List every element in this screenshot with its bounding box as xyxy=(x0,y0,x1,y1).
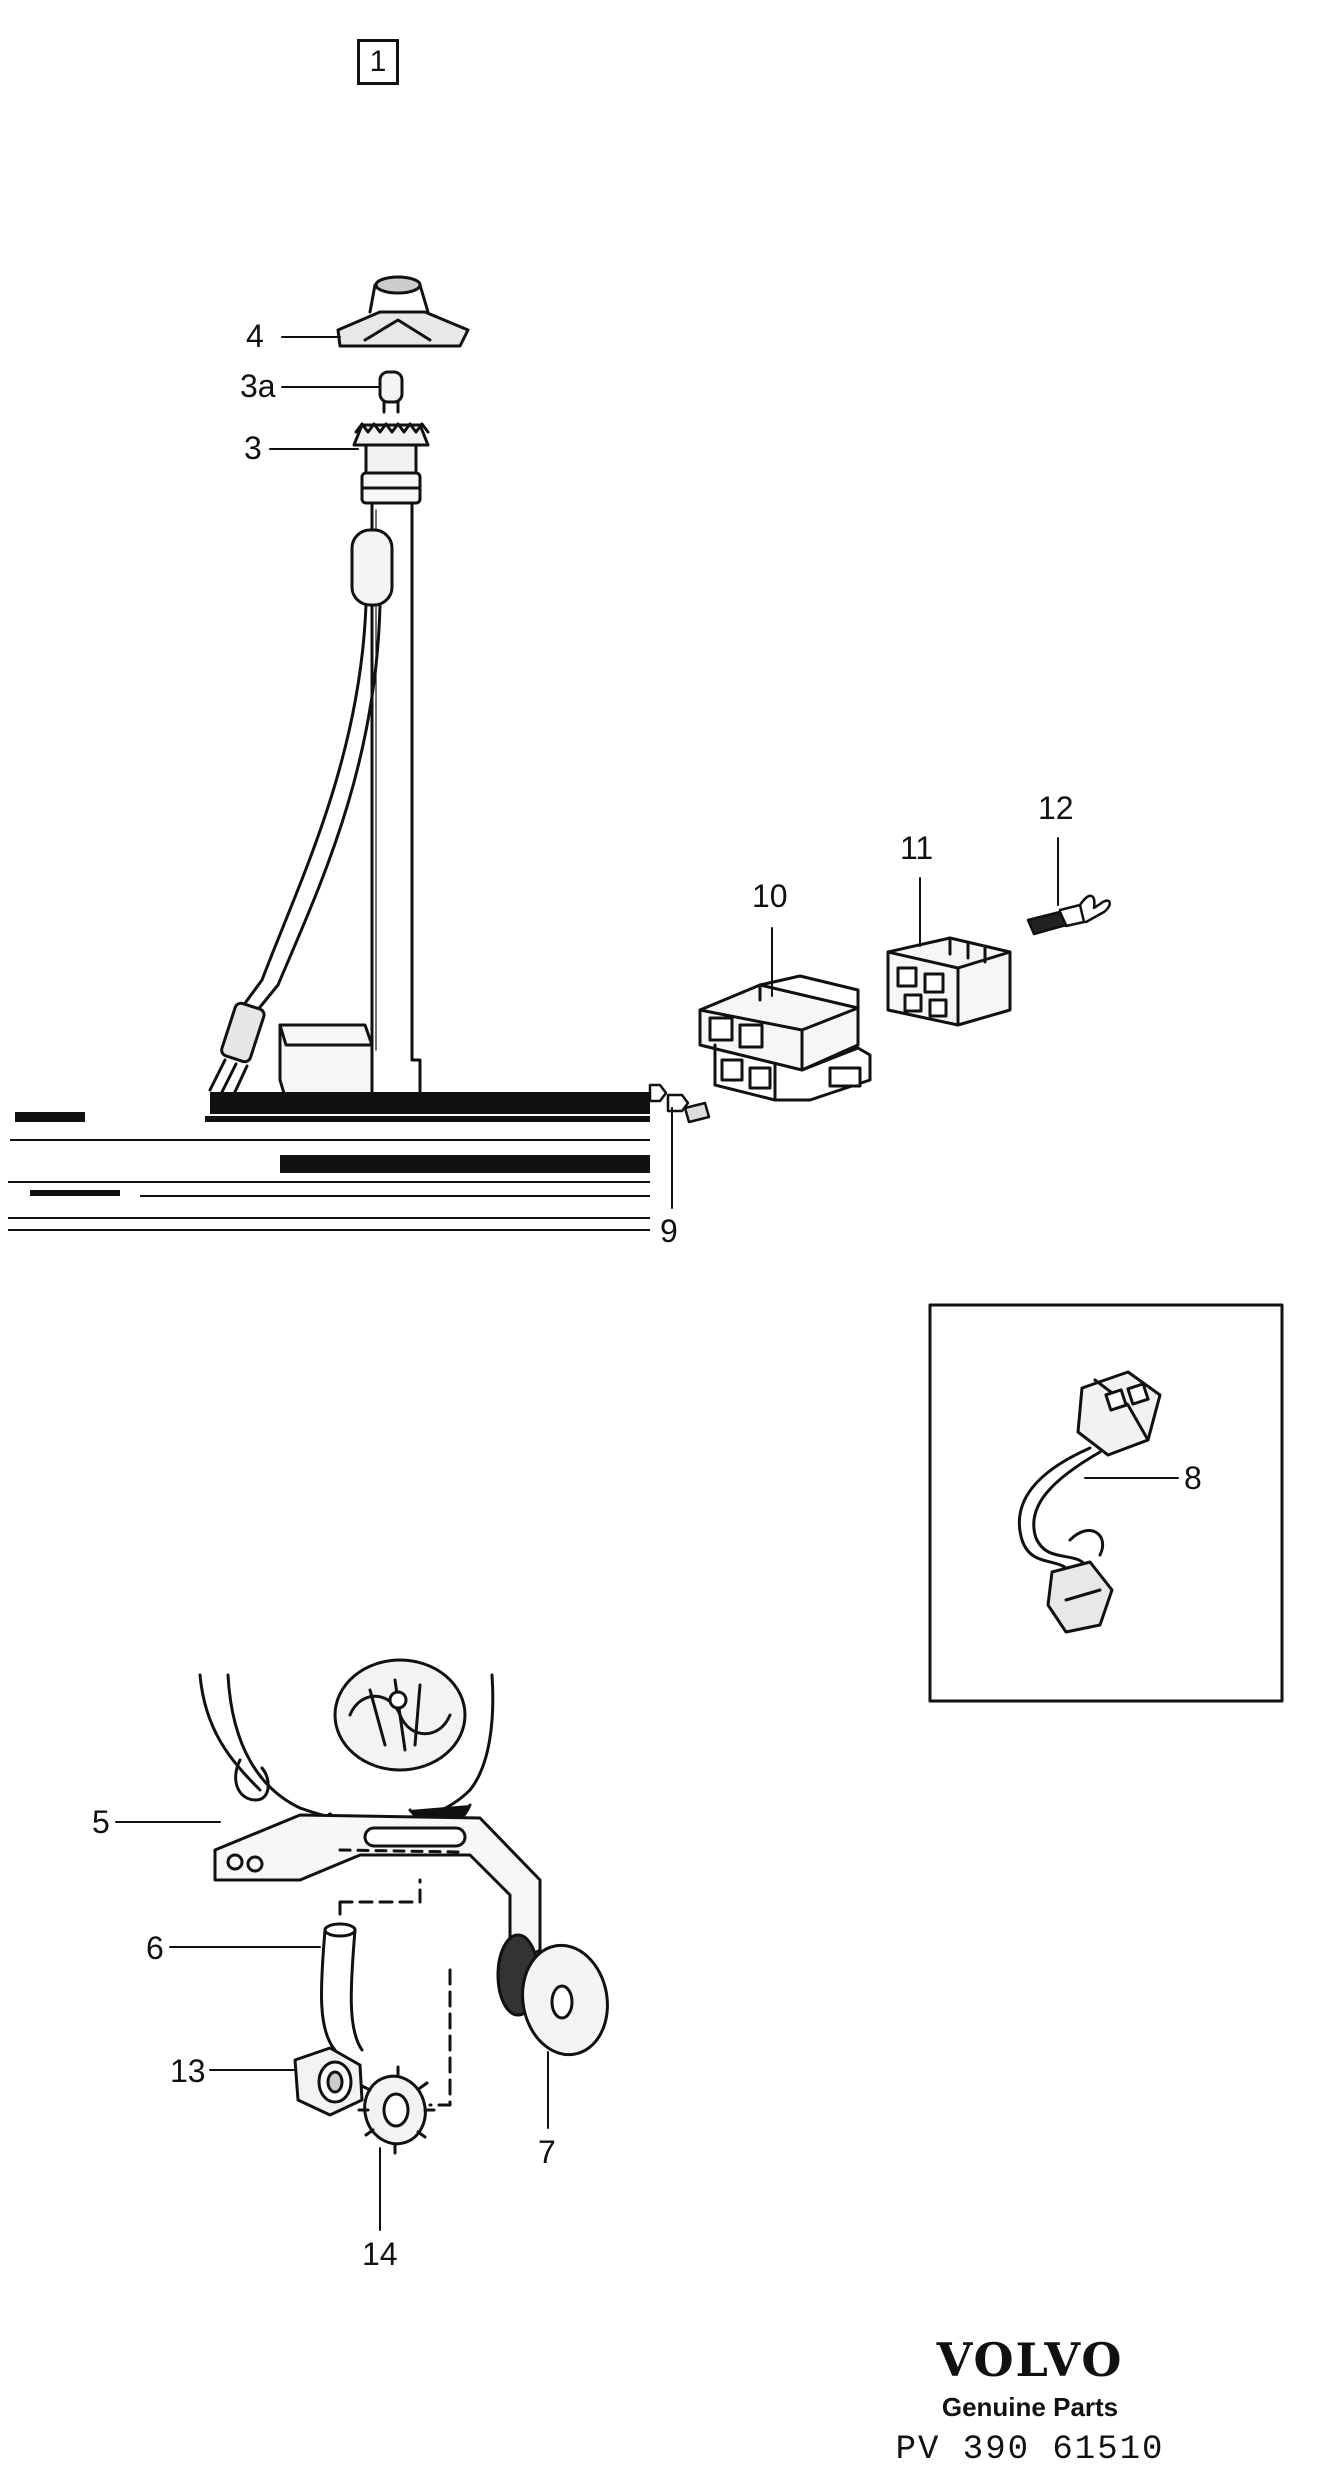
part-11-connector xyxy=(886,936,1012,1027)
harness-strokes xyxy=(8,1092,650,1231)
callout-3a: 3a xyxy=(240,368,276,404)
callout-8: 8 xyxy=(1184,1460,1202,1496)
part-6-hose xyxy=(319,1878,422,2052)
part-9-terminals xyxy=(648,1083,711,1124)
part-5-bracket xyxy=(213,1813,542,1970)
page-marker: 1 xyxy=(357,39,399,85)
part-3-antenna-mast xyxy=(208,422,430,1102)
part-code: PV 390 61510 xyxy=(895,2430,1165,2469)
callout-10: 10 xyxy=(752,878,788,914)
motor-housing xyxy=(198,1658,495,1830)
callout-6: 6 xyxy=(146,1930,164,1966)
callout-4: 4 xyxy=(246,318,264,354)
callout-11: 11 xyxy=(900,830,934,866)
callout-5: 5 xyxy=(92,1804,110,1840)
part-7-grommet xyxy=(428,1933,609,2107)
leader-lines xyxy=(115,336,1179,2231)
callout-7: 7 xyxy=(538,2134,556,2170)
brand-subtitle: Genuine Parts xyxy=(941,2391,1119,2422)
callout-12: 12 xyxy=(1038,790,1074,826)
part-10-connector xyxy=(698,974,872,1102)
part-14-washer xyxy=(357,2065,436,2155)
part-12-terminal xyxy=(1026,894,1112,936)
part-13-nut xyxy=(293,2046,364,2117)
part-4-cap xyxy=(336,275,470,348)
callout-13: 13 xyxy=(170,2053,206,2089)
volvo-logo: VOLVO xyxy=(936,2333,1124,2387)
inset-box-part-8 xyxy=(928,1303,1284,1703)
callout-3: 3 xyxy=(244,430,262,466)
part-3a-tip xyxy=(378,370,404,414)
callout-14: 14 xyxy=(362,2236,398,2272)
callout-9: 9 xyxy=(660,1213,678,1249)
brand-block: VOLVO Genuine Parts PV 390 61510 xyxy=(880,2335,1180,2469)
